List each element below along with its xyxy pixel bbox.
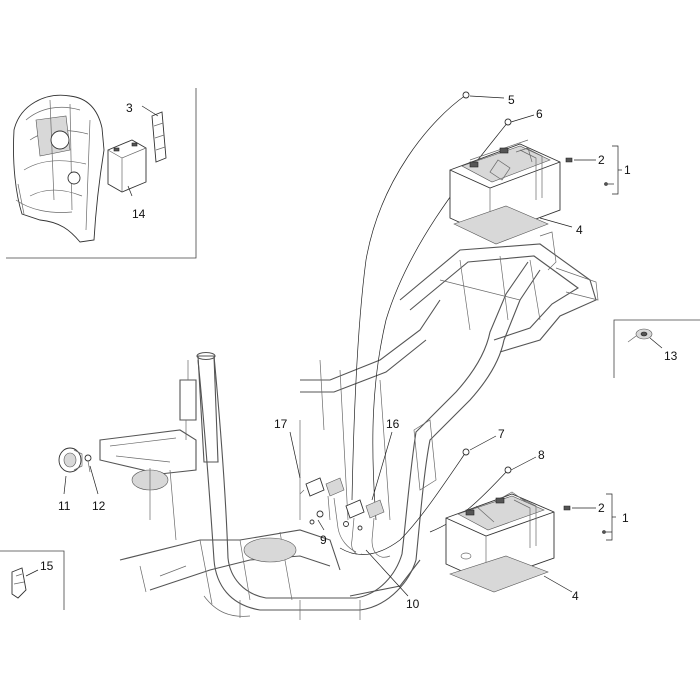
battery-bottom — [445, 491, 616, 593]
callout-17: 17 — [274, 417, 288, 431]
callout-13: 13 — [664, 349, 678, 363]
callout-7: 7 — [498, 427, 505, 441]
callout-4-top: 4 — [576, 223, 583, 237]
relays-and-connectors — [289, 431, 409, 597]
battery-strap — [151, 111, 167, 163]
callout-labels: 5 6 2 1 4 13 7 8 2 1 4 17 16 9 10 11 12 … — [40, 93, 678, 611]
inset-battery-compartment: 3 14 — [6, 88, 197, 259]
callout-9: 9 — [320, 533, 327, 547]
callout-6: 6 — [536, 107, 543, 121]
battery-top — [449, 139, 622, 245]
callout-2-top: 2 — [598, 153, 605, 167]
callout-1-bottom: 1 — [622, 511, 629, 525]
callout-2-bottom: 2 — [598, 501, 605, 515]
callout-8: 8 — [538, 448, 545, 462]
callout-5: 5 — [508, 93, 515, 107]
callout-4-bottom: 4 — [572, 589, 579, 603]
body-panel-drawing — [13, 94, 105, 243]
callout-3: 3 — [126, 101, 133, 115]
battery-small — [107, 139, 147, 193]
callout-1-top: 1 — [624, 163, 631, 177]
horn — [58, 447, 99, 495]
callout-16: 16 — [386, 417, 400, 431]
inset-part-15 — [0, 550, 65, 610]
part-13 — [613, 319, 700, 378]
scooter-frame — [99, 231, 599, 620]
callout-15: 15 — [40, 559, 54, 573]
callout-11: 11 — [58, 499, 71, 513]
callout-10: 10 — [406, 597, 420, 611]
callout-12: 12 — [92, 499, 106, 513]
callout-14: 14 — [132, 207, 146, 221]
